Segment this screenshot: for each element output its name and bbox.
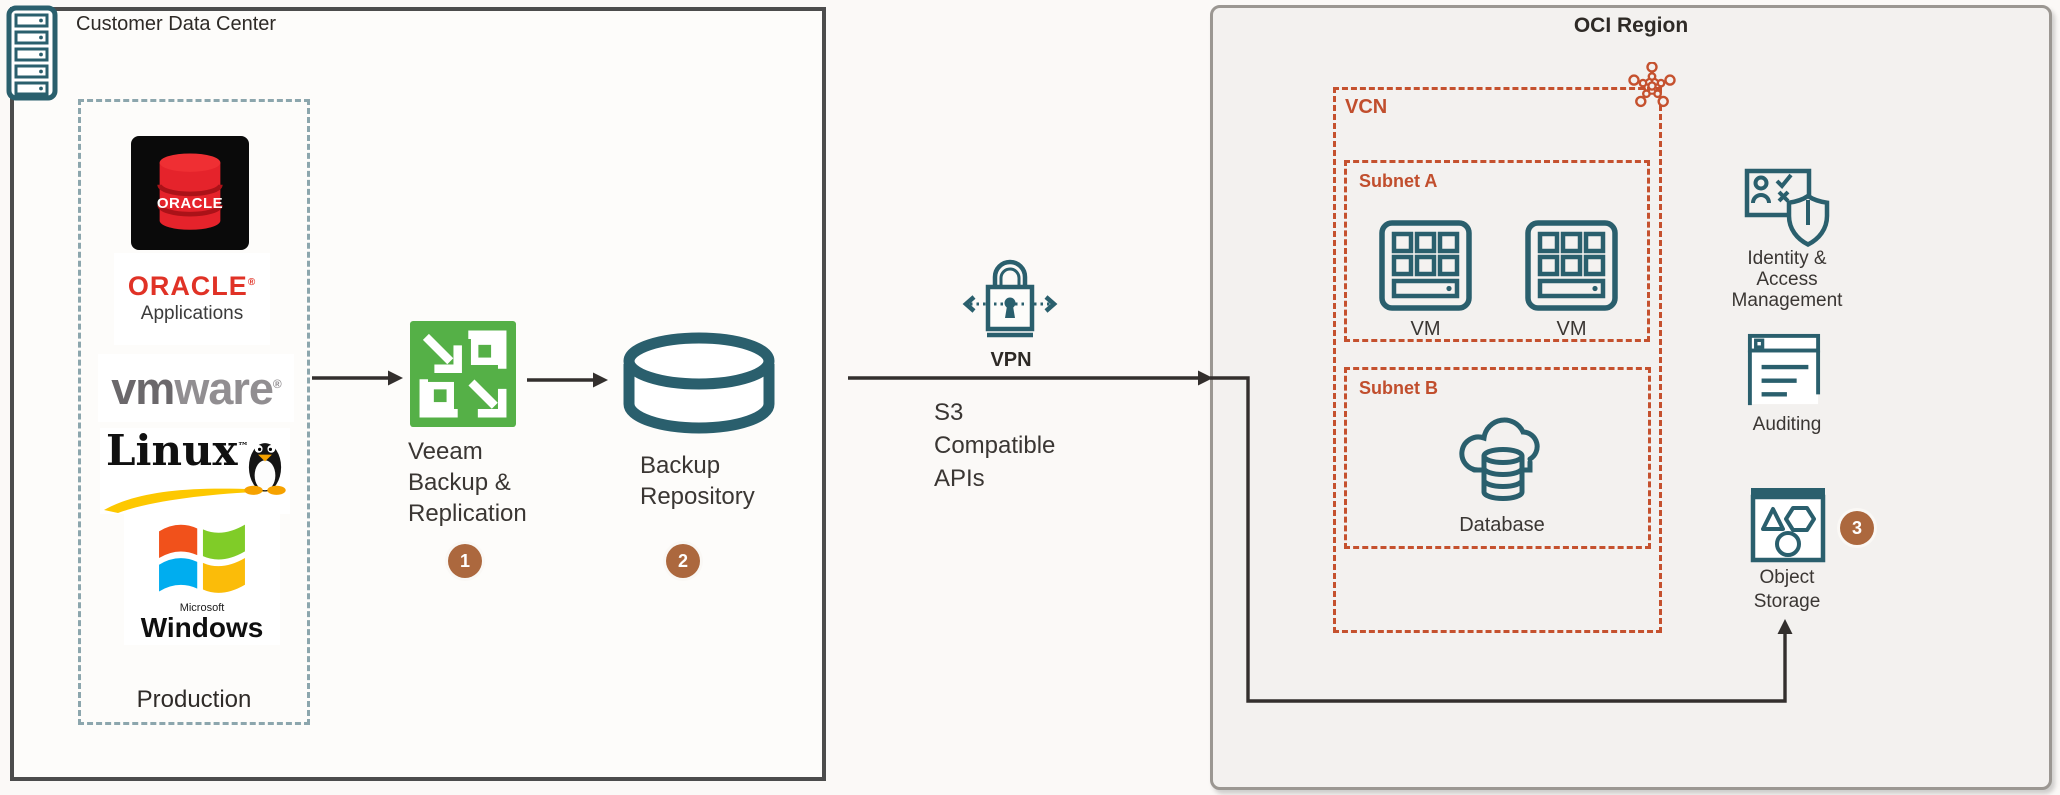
oci-region-title: OCI Region xyxy=(1573,14,1689,37)
vpn-lock-icon xyxy=(962,259,1058,338)
microsoft-brand: Microsoft xyxy=(179,601,225,614)
vm-icon xyxy=(1525,220,1618,311)
vm-label: VM xyxy=(1556,318,1587,340)
subnet-a-box: Subnet A xyxy=(1344,160,1650,342)
step-badge-3: 3 xyxy=(1840,511,1874,545)
oracle-apps-sub: Applications xyxy=(140,303,244,324)
windows-logo: Microsoft Windows xyxy=(124,513,280,645)
production-label: Production xyxy=(136,686,252,713)
database-label: Database xyxy=(1459,514,1545,536)
cloud-database-icon xyxy=(1459,417,1540,501)
subnet-b-label: Subnet B xyxy=(1359,378,1438,398)
vm-icon xyxy=(1379,220,1472,311)
linux-logo: Linux™ xyxy=(100,428,290,514)
windows-flag-icon xyxy=(159,524,245,593)
customer-data-center-title: Customer Data Center xyxy=(76,13,277,35)
veeam-icon xyxy=(410,321,516,427)
oracle-database-logo: ORACLE xyxy=(131,136,249,250)
oracle-applications-logo: ORACLE® Applications xyxy=(114,253,270,345)
auditing-icon xyxy=(1747,333,1821,406)
vpn-label: VPN xyxy=(990,349,1032,371)
vm-label: VM xyxy=(1410,318,1441,340)
backup-repository-icon xyxy=(623,332,775,434)
vcn-network-icon xyxy=(1628,62,1676,108)
tux-penguin-icon xyxy=(244,443,286,495)
vmware-logo: vmware® xyxy=(98,354,294,422)
subnet-a-label: Subnet A xyxy=(1359,171,1438,191)
step-badge-1: 1 xyxy=(448,544,482,578)
iam-icon xyxy=(1744,168,1830,248)
oracle-apps-brand: ORACLE® xyxy=(127,271,257,301)
production-box xyxy=(78,99,310,725)
oracle-db-wordmark: ORACLE xyxy=(156,195,224,213)
windows-wordmark: Windows xyxy=(140,611,264,643)
step-badge-2: 2 xyxy=(666,544,700,578)
oracle-db-cylinder-icon xyxy=(157,153,223,230)
vcn-label: VCN xyxy=(1345,96,1388,118)
object-storage-icon xyxy=(1750,488,1826,563)
linux-swoosh xyxy=(104,488,286,513)
server-icon xyxy=(6,5,58,101)
vmware-wordmark: vmware® xyxy=(111,362,281,414)
auditing-label: Auditing xyxy=(1752,414,1822,435)
linux-wordmark: Linux™ xyxy=(106,426,249,475)
